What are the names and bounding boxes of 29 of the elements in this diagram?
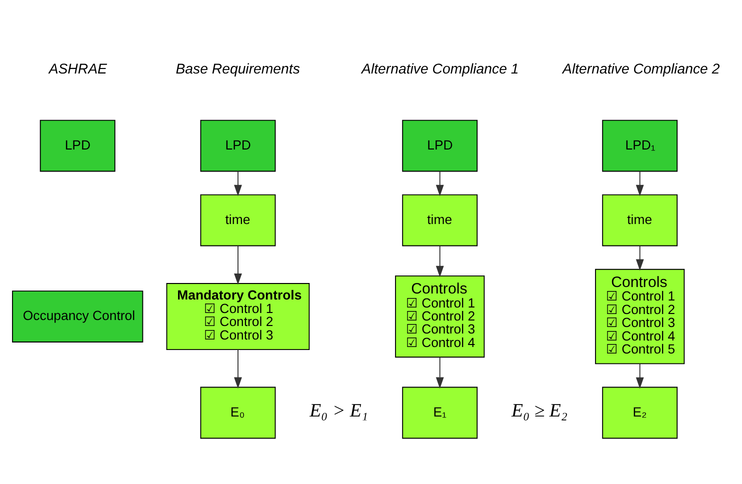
node-box: time	[602, 194, 678, 246]
node-box: Controls ☑ Control 1 ☑ Control 2 ☑ Control 3 ☑ Control 4 ☑ Control 5	[595, 268, 685, 364]
arrow	[234, 349, 242, 389]
arrow	[636, 245, 644, 271]
arrow	[636, 170, 644, 196]
node-box: E₀	[200, 386, 276, 439]
node-box: LPD	[200, 120, 276, 172]
node-box: Mandatory Controls ☑ Control 1 ☑ Control 2 ☑ Control 3	[166, 283, 310, 350]
node-box: LPD	[402, 120, 478, 172]
label: E₀ > E₁	[310, 400, 368, 422]
node-box: LPD₁	[602, 120, 678, 172]
label: Base Requirements	[176, 60, 300, 77]
arrow	[436, 170, 444, 196]
label: E₀ ≥ E₂	[512, 400, 568, 422]
node-box: time	[200, 194, 276, 246]
node-box: time	[402, 194, 478, 246]
arrow	[436, 245, 444, 278]
node-box: E₂	[602, 386, 678, 439]
node-box: E₁	[402, 386, 478, 439]
node-box: LPD	[40, 120, 116, 172]
arrow	[234, 245, 242, 285]
label: ASHRAE	[48, 60, 107, 77]
arrow	[436, 356, 444, 389]
node-box: Controls ☑ Control 1 ☑ Control 2 ☑ Control 3 ☑ Control 4	[395, 275, 485, 358]
arrow	[636, 363, 644, 389]
node-box: Occupancy Control	[12, 290, 144, 342]
label: Alternative Compliance 1	[362, 60, 519, 77]
label: Alternative Compliance 2	[562, 60, 720, 77]
arrow	[234, 170, 242, 196]
